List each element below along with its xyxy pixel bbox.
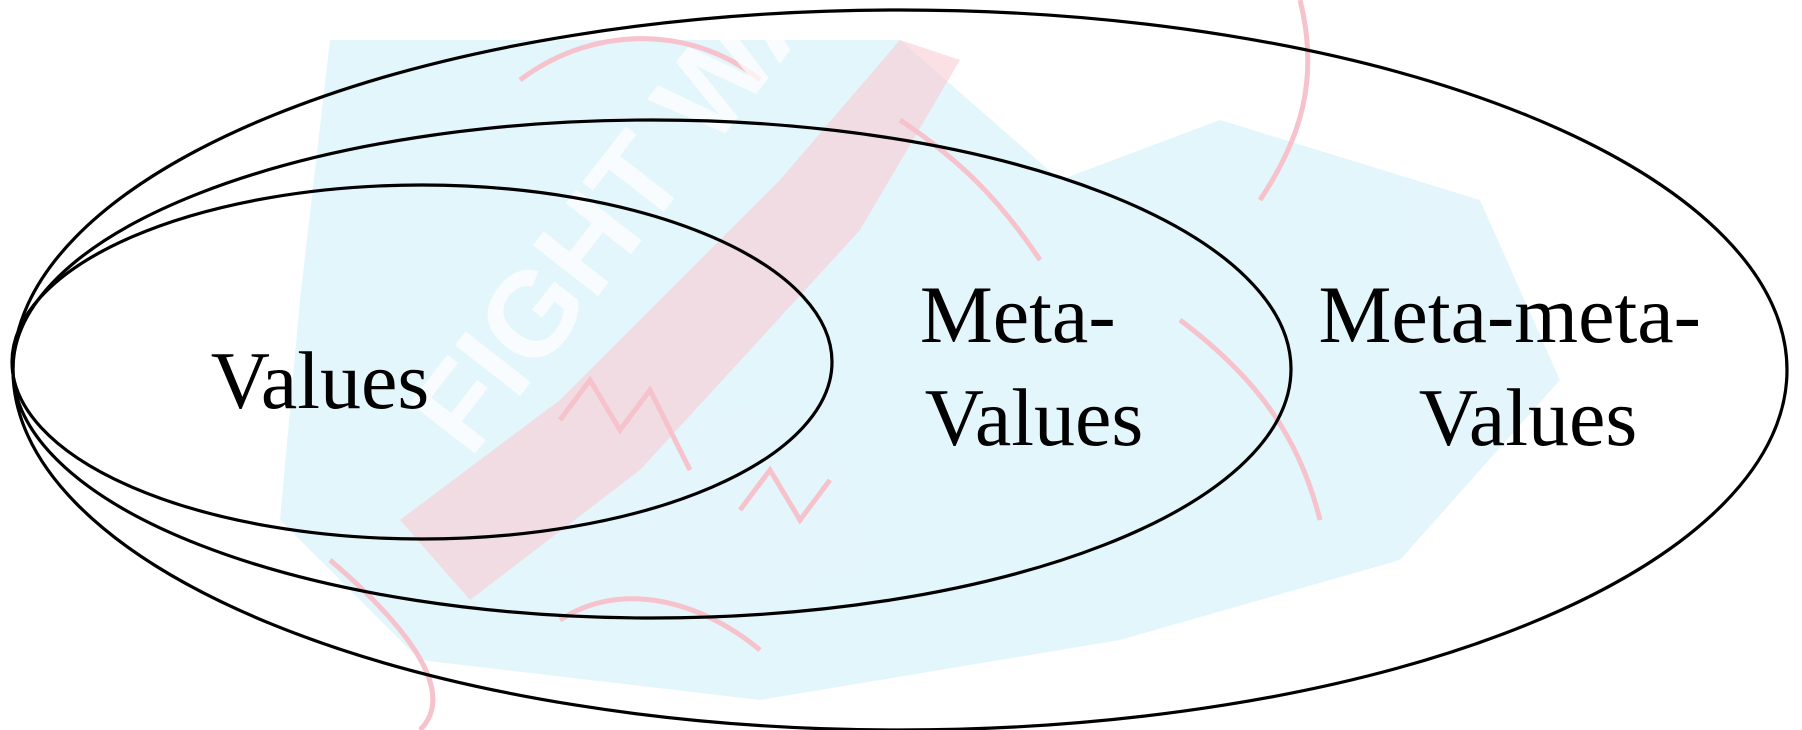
meta-meta-values-label: Meta-meta- Values: [1319, 269, 1722, 463]
background-watermark: FIGHT WAS: [280, 0, 1560, 730]
watermark-red-outline: [328, 0, 1323, 730]
watermark-red-zigzag: [558, 375, 832, 525]
values-label: Values: [211, 335, 430, 426]
meta-meta-values-label-line-2: Values: [1419, 372, 1638, 463]
meta-meta-values-label-line-1: Meta-meta-: [1319, 269, 1701, 360]
values-ellipse: [10, 183, 834, 541]
meta-values-label-line-2: Values: [925, 372, 1144, 463]
meta-values-label-line-1: Meta-: [920, 269, 1116, 360]
watermark-red-band: [400, 40, 960, 600]
values-label-line-1: Values: [211, 335, 430, 426]
meta-values-label: Meta- Values: [920, 269, 1143, 463]
